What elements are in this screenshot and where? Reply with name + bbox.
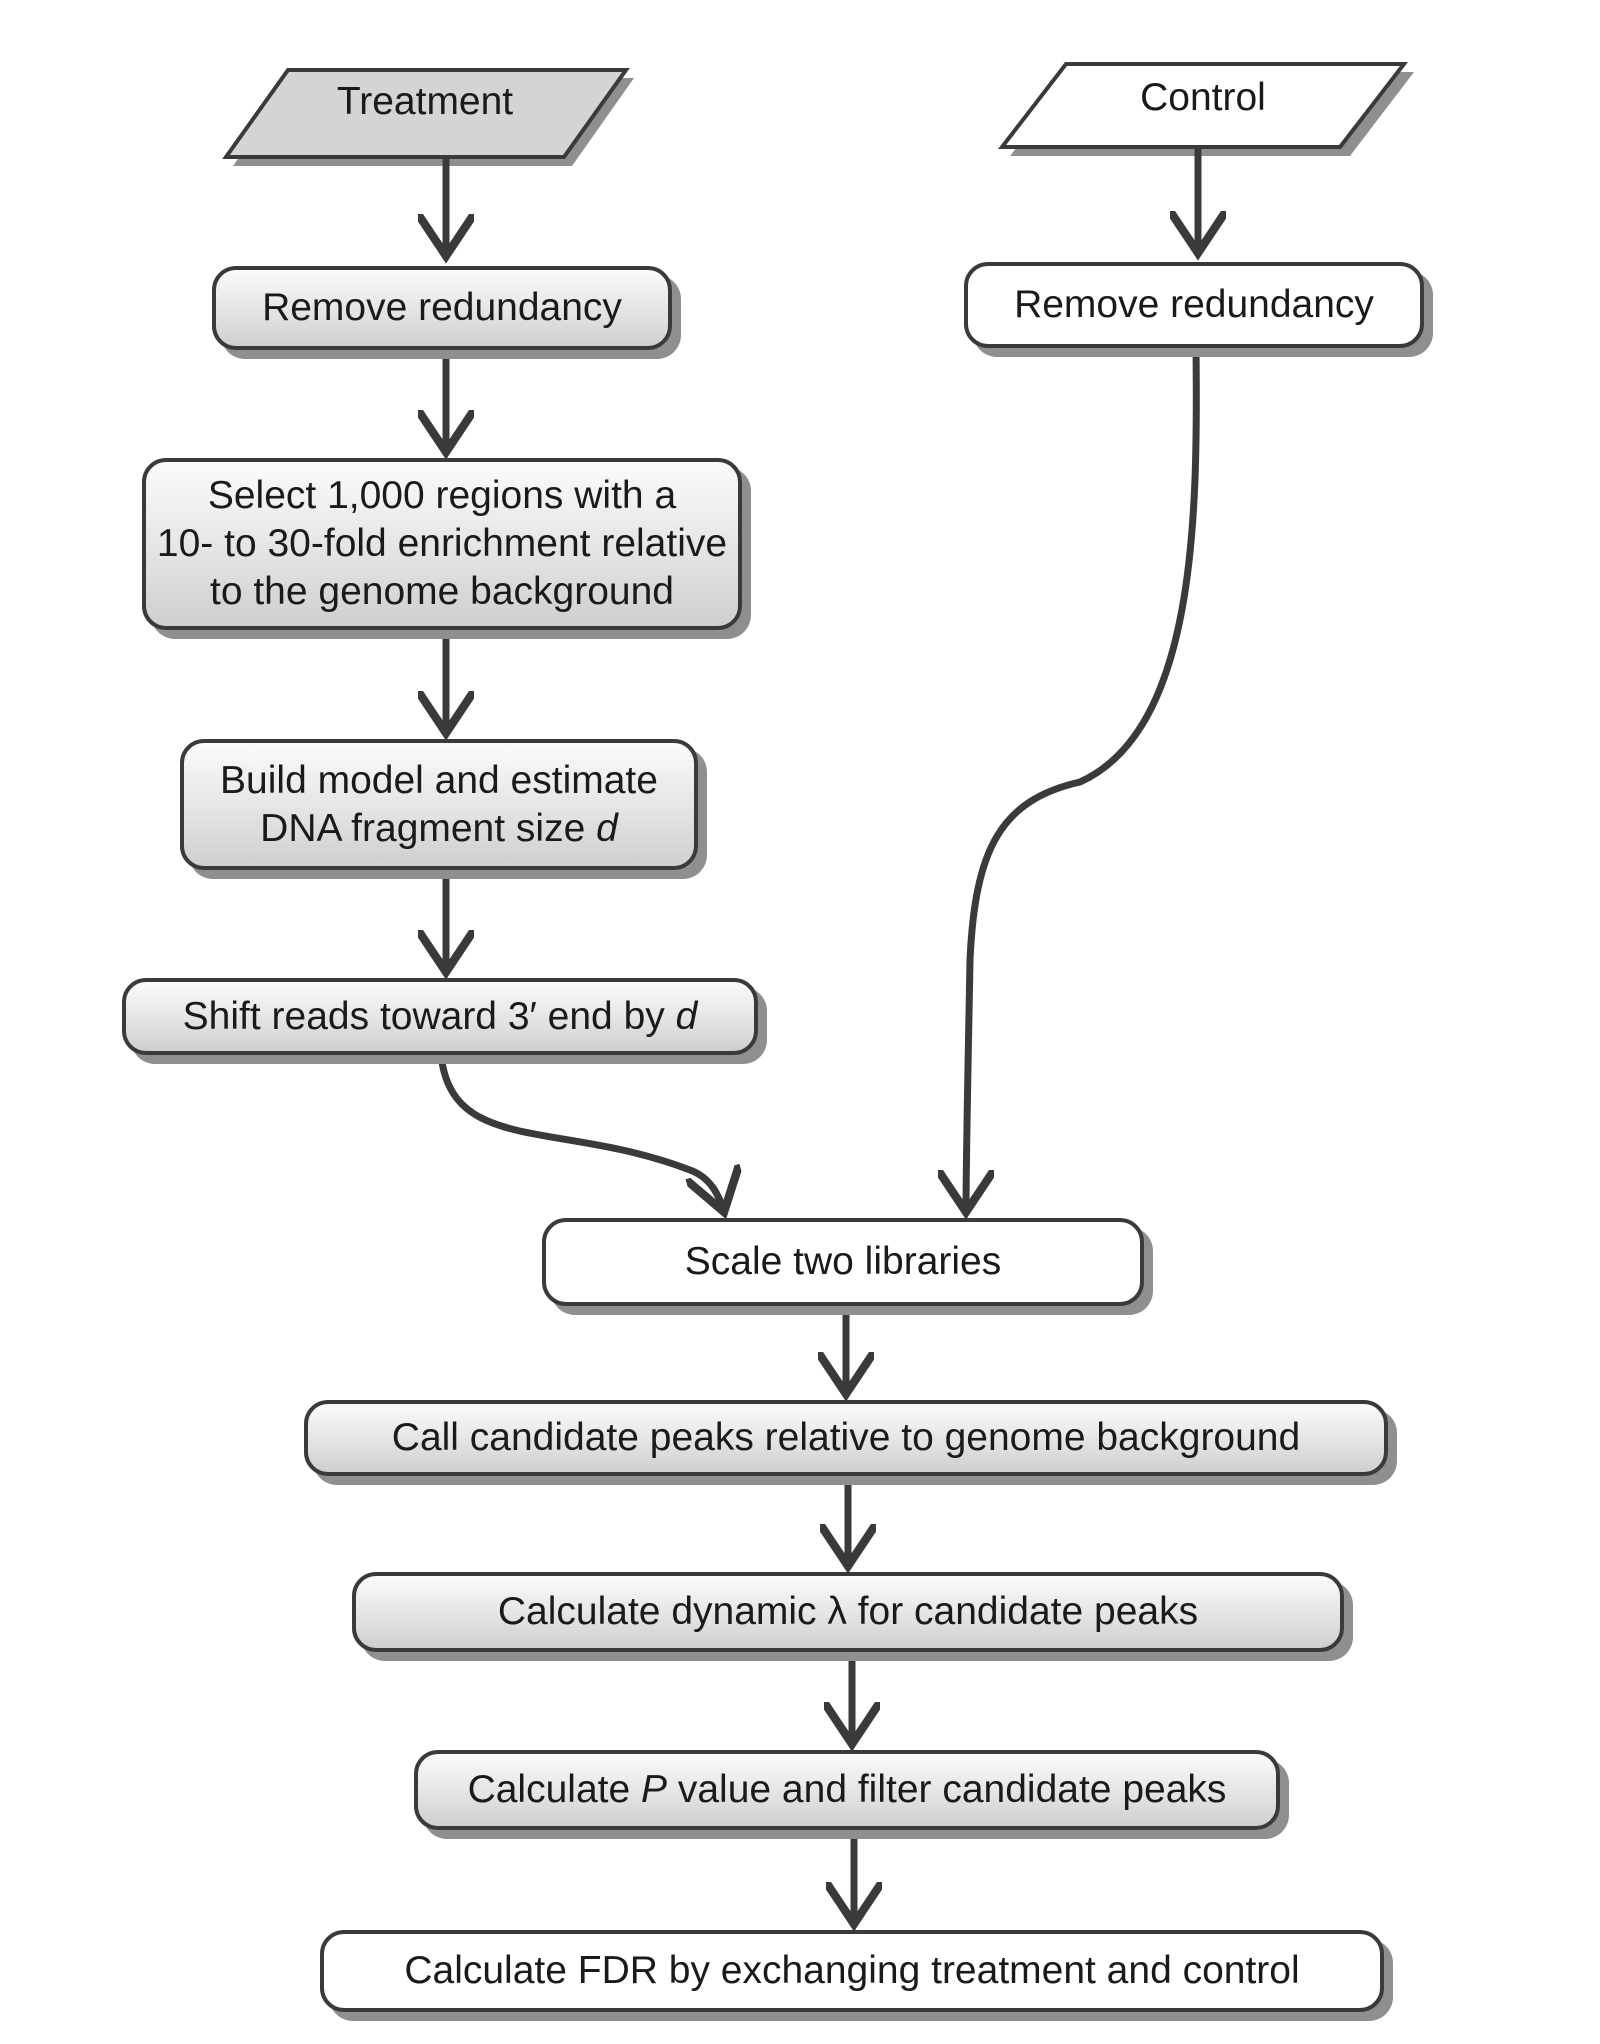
- fdr-step: Calculate FDR by exchanging treatment an…: [320, 1930, 1384, 2012]
- arrow-control-remove-to-scale: [966, 348, 1200, 1212]
- call-peaks-step: Call candidate peaks relative to genome …: [304, 1400, 1388, 1476]
- fdr-label: Calculate FDR by exchanging treatment an…: [404, 1949, 1300, 1992]
- scale-libraries-label: Scale two libraries: [684, 1240, 1002, 1283]
- treatment-remove-redundancy-label: Remove redundancy: [262, 286, 622, 329]
- shift-distance-variable: d: [675, 994, 698, 1038]
- treatment-input-shape: [222, 68, 630, 159]
- scale-libraries-step: Scale two libraries: [542, 1218, 1144, 1306]
- fragment-size-variable: d: [596, 806, 618, 850]
- build-model-step: Build model and estimate DNA fragment si…: [180, 739, 698, 870]
- treatment-input-label: Treatment: [336, 80, 514, 123]
- p-variable: P: [641, 1768, 668, 1811]
- control-remove-redundancy-label: Remove redundancy: [1014, 283, 1374, 326]
- control-input-label: Control: [1140, 76, 1266, 119]
- control-remove-redundancy-step: Remove redundancy: [964, 262, 1424, 348]
- select-regions-label: Select 1,000 regions with a 10- to 30-fo…: [156, 474, 728, 613]
- select-regions-step: Select 1,000 regions with a 10- to 30-fo…: [142, 458, 742, 630]
- arrow-shift-to-scale: [437, 1054, 724, 1212]
- shift-reads-step: Shift reads toward 3′ end by d: [122, 978, 758, 1055]
- call-peaks-label: Call candidate peaks relative to genome …: [391, 1416, 1301, 1459]
- p-value-filter-step: Calculate P value and filter candidate p…: [414, 1750, 1280, 1830]
- dynamic-lambda-label: Calculate dynamic λ for candidate peaks: [497, 1590, 1199, 1633]
- treatment-remove-redundancy-step: Remove redundancy: [212, 266, 672, 350]
- p-value-filter-label: Calculate P value and filter candidate p…: [467, 1768, 1227, 1811]
- build-model-label: Build model and estimate DNA fragment si…: [220, 758, 658, 850]
- dynamic-lambda-step: Calculate dynamic λ for candidate peaks: [352, 1572, 1344, 1652]
- control-input-shape: [997, 62, 1409, 149]
- shift-reads-label: Shift reads toward 3′ end by d: [182, 994, 698, 1038]
